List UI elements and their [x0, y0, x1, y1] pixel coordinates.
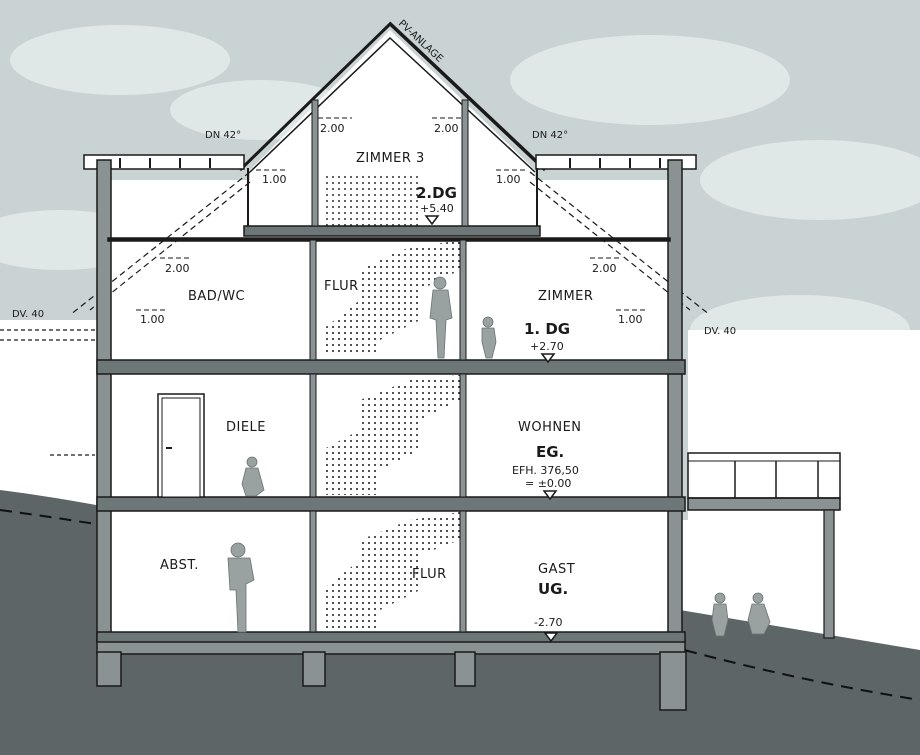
rafter-ticks [119, 158, 661, 168]
balcony [687, 452, 841, 639]
staircase [322, 175, 460, 630]
people [227, 276, 771, 637]
height-2dg-right: 2.00 [434, 122, 459, 135]
efh-zero: = ±0.00 [525, 477, 571, 490]
slabs [96, 225, 686, 643]
room-diele: DIELE [226, 420, 266, 435]
room-bad-wc: BAD/WC [188, 289, 245, 304]
height-2dg-left: 2.00 [320, 122, 345, 135]
height-dashes [136, 117, 648, 311]
knee-walls [247, 168, 538, 232]
elevation-2dg: +5.40 [420, 202, 454, 215]
level-1dg: 1. DG [524, 320, 570, 338]
roof [83, 21, 697, 173]
room-zimmer: ZIMMER [538, 289, 593, 304]
room-flur-1dg: FLUR [324, 279, 359, 294]
roof-pitch-right: DN 42° [532, 130, 568, 141]
room-zimmer-3: ZIMMER 3 [356, 151, 425, 166]
outer-walls [96, 159, 683, 641]
left-white-area [0, 320, 100, 520]
level-markers [424, 215, 559, 643]
height-1dg-left: 2.00 [165, 262, 190, 275]
knee-2dg-right: 1.00 [496, 173, 521, 186]
height-1dg-right: 2.00 [592, 262, 617, 275]
eaves-right: DV. 40 [704, 326, 736, 337]
roof-pitch-left: DN 42° [205, 130, 241, 141]
knee-1dg-left: 1.00 [140, 313, 165, 326]
room-abst: ABST. [160, 558, 199, 573]
level-eg: EG. [536, 443, 564, 461]
level-2dg: 2.DG [416, 184, 457, 202]
knee-1dg-right: 1.00 [618, 313, 643, 326]
level-ug: UG. [538, 580, 568, 598]
foundation [96, 639, 687, 711]
elevation-1dg: +2.70 [530, 340, 564, 353]
right-white-area [688, 330, 920, 530]
elevation-ug: -2.70 [534, 616, 562, 629]
internal-walls [309, 99, 469, 633]
room-gast: GAST [538, 562, 575, 577]
efh-elevation: EFH. 376,50 [512, 464, 579, 477]
door [157, 393, 205, 498]
room-flur-ug: FLUR [412, 567, 447, 582]
room-wohnen: WOHNEN [518, 420, 582, 435]
neighbour-left [0, 329, 95, 456]
knee-2dg-left: 1.00 [262, 173, 287, 186]
eaves-left: DV. 40 [12, 309, 44, 320]
